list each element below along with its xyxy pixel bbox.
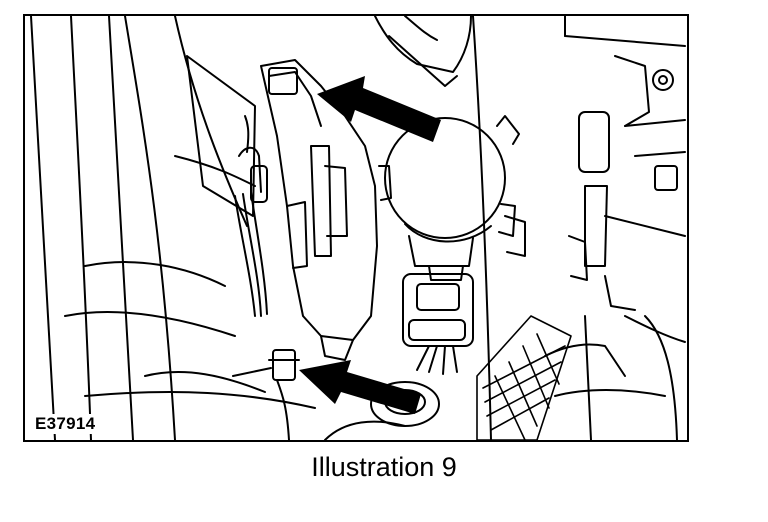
left-body-panels <box>30 16 316 440</box>
engine-bay-line-drawing <box>30 16 686 440</box>
illustration-frame: E37914 <box>23 14 689 442</box>
round-housing <box>378 115 520 281</box>
mesh-grille <box>476 315 572 440</box>
lower-arrow <box>299 360 421 414</box>
wiring-harness <box>234 115 268 317</box>
right-components <box>504 35 686 440</box>
pointer-arrows <box>299 76 441 414</box>
mounting-bolt <box>232 349 300 440</box>
plug-connector <box>402 273 474 375</box>
upper-arrow <box>317 76 441 142</box>
figure-caption: Illustration 9 <box>311 452 457 482</box>
centre-panel-edges <box>472 16 566 440</box>
figure-id-label: E37914 <box>33 414 98 434</box>
upper-hose <box>374 16 472 87</box>
